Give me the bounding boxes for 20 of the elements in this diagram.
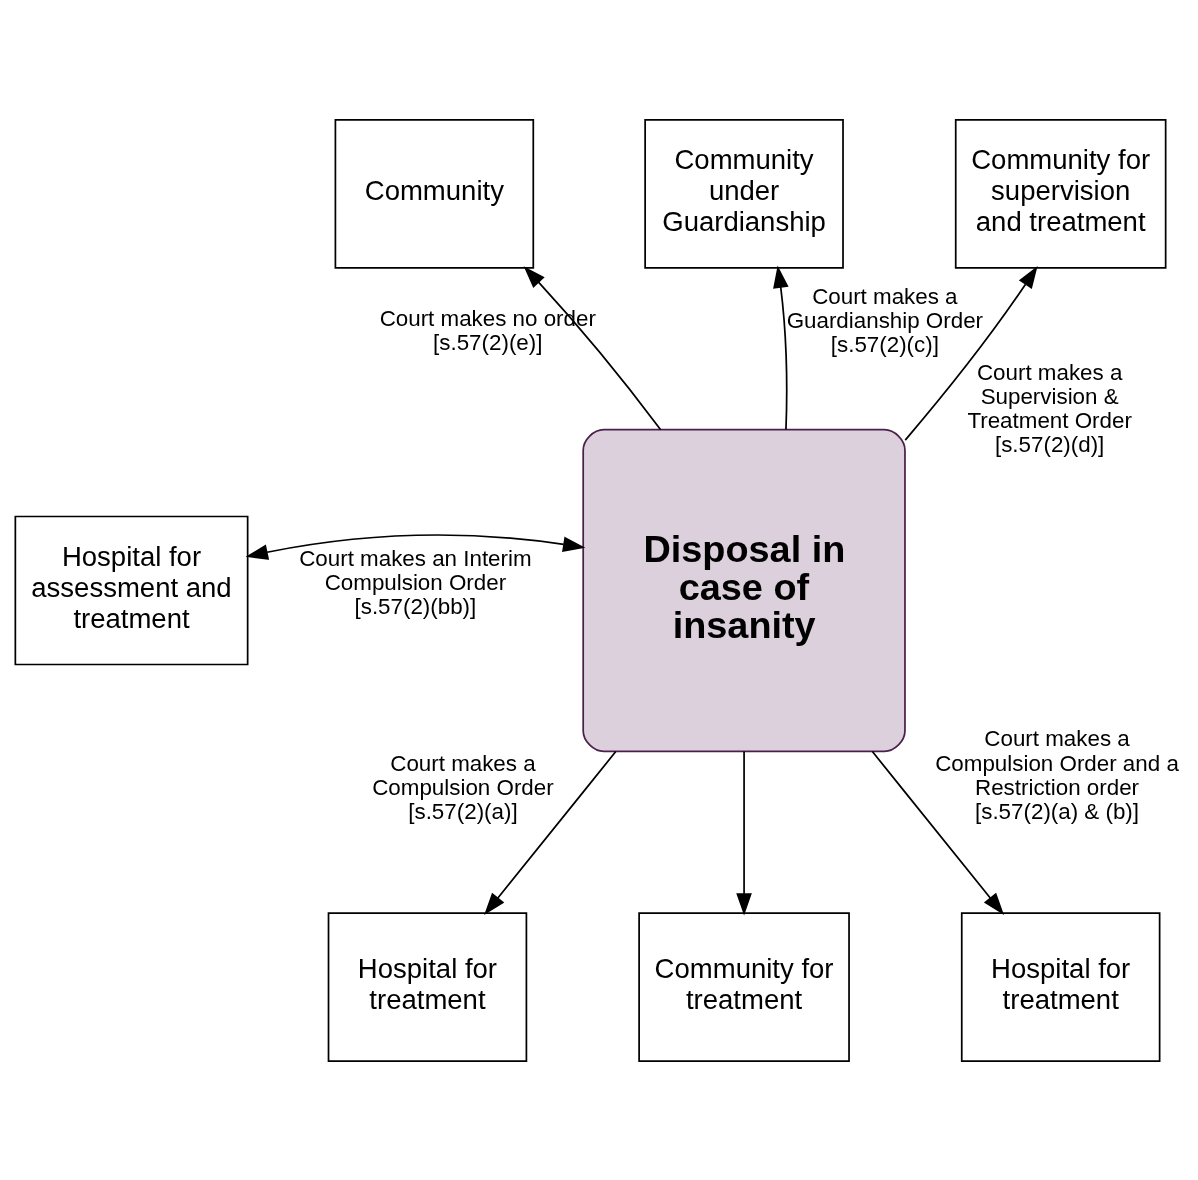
node-box: Community for treatment [638, 911, 850, 1062]
node-box: Hospital for treatment [960, 911, 1161, 1062]
arrow [245, 533, 586, 560]
arrow [773, 265, 789, 430]
node-box: Hospital for assessment and treatment [14, 515, 249, 665]
arrow [484, 750, 617, 915]
node-box: Hospital for treatment [327, 911, 528, 1062]
arrow [523, 265, 662, 430]
arrow [871, 750, 1005, 915]
edge-label: Court makes a Guardianship Order [s.57(2)(c)] [786, 283, 984, 357]
edge-label: Court makes a Compulsion Order and a Restriction order [s.57(2)(a) & (b)] [935, 725, 1179, 824]
arrow [904, 265, 1038, 441]
node-box: Community [334, 118, 535, 269]
arrow [736, 750, 752, 916]
edge-label: Court makes a Supervision & Treatment Order [s.57(2)(d)] [967, 359, 1132, 457]
node-box: Community for supervision and treatment [954, 118, 1167, 269]
edge-label: Court makes a Compulsion Order [s.57(2)(a)] [372, 750, 554, 824]
edge-label: Court makes an Interim Compulsion Order [s.57(2)(bb)] [299, 545, 532, 619]
node-box: Disposal in case of insanity [582, 428, 906, 752]
node-box: Community under Guardianship [644, 118, 844, 269]
